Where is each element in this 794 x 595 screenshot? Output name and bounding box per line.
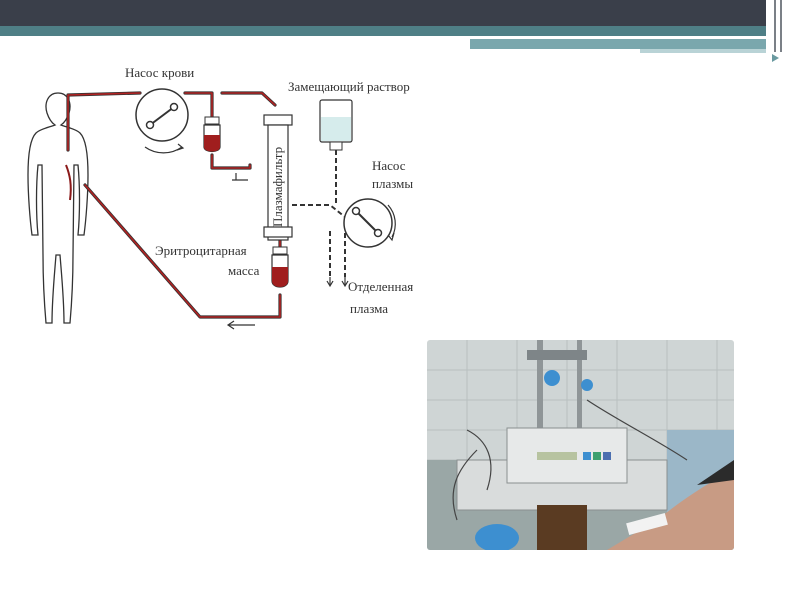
plasma-pump-icon [344, 199, 395, 247]
corner-decoration [766, 0, 794, 60]
bullet-arrow-icon [772, 54, 779, 62]
red-cell-mass-label-line2: масса [228, 263, 260, 278]
plasma-pump-label-line2: плазмы [372, 176, 413, 191]
plasma-outflow-arrow-icon [327, 277, 348, 286]
separated-plasma-label-line2: плазма [350, 301, 388, 316]
blood-pump-icon [136, 89, 188, 153]
blood-pump-label: Насос крови [125, 65, 194, 80]
plasma-filter-label: Плазмафильтр [270, 147, 285, 227]
header-stripe [0, 26, 794, 36]
red-cell-mass-bag-icon [272, 247, 288, 287]
header-bar [0, 0, 794, 26]
return-flow-arrow-icon [228, 321, 255, 329]
replacement-solution-label: Замещающий раствор [288, 79, 410, 94]
blood-bag-icon [204, 117, 220, 152]
plasma-lines [292, 150, 345, 277]
plasmapheresis-diagram: Насос крови Плазмафильтр Замещающий раст… [0, 55, 440, 335]
apparatus-photo [427, 340, 734, 550]
separated-plasma-label-line1: Отделенная [348, 279, 413, 294]
human-silhouette-icon [28, 93, 88, 323]
plasma-pump-label-line1: Насос [372, 158, 406, 173]
header-accent-stripe [470, 39, 794, 49]
red-cell-mass-label-line1: Эритроцитарная [155, 243, 247, 258]
flow-arrow-icon [232, 173, 248, 180]
replacement-solution-bag-icon [320, 100, 352, 150]
